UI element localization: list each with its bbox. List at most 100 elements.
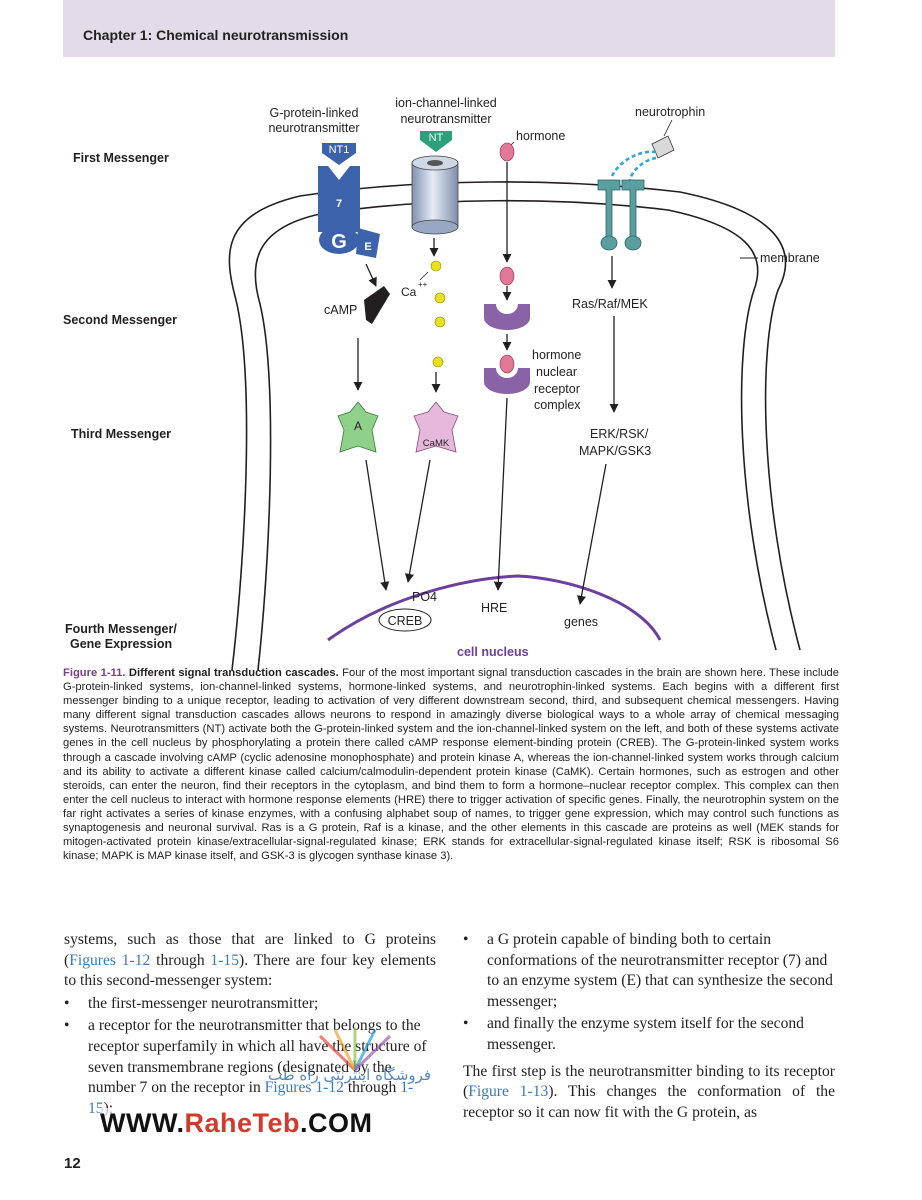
body-column-left: systems, such as those that are linked t… [64,930,436,1121]
watermark-url: WWW.RaheTeb.COM [100,1108,373,1139]
text-segment: The first step is the neurotransmitter b… [463,1062,835,1101]
gp-label-line-2: neurotransmitter [268,121,359,135]
membrane-label: membrane [760,251,820,265]
membrane-inner-line [254,199,777,670]
left-intro-paragraph: systems, such as those that are linked t… [64,930,436,992]
watermark-logo-icon [318,1028,392,1072]
g-protein [319,226,359,254]
figure-link[interactable]: Figures 1-12 [69,951,151,969]
figure-link[interactable]: Figure 1-13 [468,1083,549,1101]
ca-label: Ca [401,285,417,299]
trk-receptor-right [621,179,645,241]
figure-caption: Figure 1-11. Different signal transducti… [63,666,839,863]
neurotrophin-binding-path [610,150,657,177]
row-label-gene-expression: Gene Expression [70,637,173,651]
figure-link[interactable]: 1-15 [210,951,239,969]
signal-transduction-diagram: membrane cell nucleus G-protein-linked n… [228,96,820,670]
watermark-brand: RaheTeb [184,1108,300,1138]
nt-ligand [420,131,452,152]
list-item-text: and finally the enzyme system itself for… [487,1015,804,1053]
cytoplasmic-receptor [484,304,530,330]
e-label: E [364,241,371,253]
text-segment: through [343,1079,401,1097]
right-paragraph: The first step is the neurotransmitter b… [463,1062,835,1124]
figure-link[interactable]: 1-15 [88,1079,414,1117]
ca-charge-label: ++ [418,280,428,289]
hormone-molecule [499,266,515,286]
erk-label-2: MAPK/GSK3 [579,444,651,458]
bullet-marker: • [463,1015,469,1033]
enzyme-e [356,228,380,258]
nucleus-membrane [327,574,662,642]
g-label: G [331,231,347,253]
text-segment: ). There are four key elements to this s… [64,951,436,990]
watermark-prefix: WWW. [100,1108,185,1138]
ras-raf-mek-label: Ras/Raf/MEK [572,297,648,311]
row-label-fourth-messenger: Fourth Messenger/ [65,622,177,636]
kinase-a-label: A [354,419,362,433]
po4-label: PO4 [412,590,437,604]
hormone-molecule [499,142,515,162]
nt1-label: NT1 [329,144,350,156]
complex-label-1: hormone [532,348,581,362]
figure-link[interactable]: Figures 1-12 [264,1079,344,1097]
kinase-a [337,401,379,453]
camk-label: CaMK [423,438,450,449]
text-segment: systems, such as those that are linked t… [64,931,436,969]
complex-label-3: receptor [534,382,580,396]
camp-molecule [364,286,390,324]
g-protein-receptor [318,166,360,232]
list-item-text: the first-messenger neurotransmitter; [88,994,319,1012]
ic-label-line-1: ion-channel-linked [395,96,497,110]
chapter-title: Chapter 1: Chemical neurotransmission [83,27,349,43]
calcium-ion [434,316,446,328]
ic-label-line-2: neurotransmitter [400,112,491,126]
trk-receptor-left [597,179,621,241]
calcium-ion [432,356,444,368]
watermark-persian-text: فروشگاه اینترنتی راه طب [268,1066,432,1084]
text-segment: ). This changes the conformation of the … [463,1083,835,1121]
bullet-marker: • [64,994,70,1012]
body-column-right: • a G protein capable of binding both to … [463,930,835,1123]
list-item: • the first-messenger neurotransmitter; [64,994,436,1015]
chapter-header-band: Chapter 1: Chemical neurotransmission [63,0,835,57]
row-label-second-messenger: Second Messenger [63,313,177,327]
neurotrophin-label: neurotrophin [635,105,705,119]
watermark-suffix: .COM [300,1108,373,1138]
receptor-seven-label: 7 [336,198,342,210]
list-item: • and finally the enzyme system itself fo… [463,1014,835,1055]
bullet-marker: • [463,931,469,948]
row-label-first-messenger: First Messenger [73,151,169,165]
camk [413,401,459,453]
ion-channel [411,162,459,228]
hormone-molecule [499,354,515,374]
figure-title: Different signal transduction cascades. [128,667,339,679]
membrane-outer-line [228,181,801,670]
hormone-label: hormone [516,129,565,143]
bullet-marker: • [64,1017,70,1035]
genes-label: genes [564,615,598,629]
complex-label-4: complex [534,398,581,412]
calcium-ion [430,260,442,272]
page-number: 12 [64,1155,81,1172]
nt-label: NT [429,132,444,144]
text-segment: through [150,951,211,969]
erk-label-1: ERK/RSK/ [590,427,649,441]
creb-label: CREB [388,614,423,628]
key-elements-list-continued: • a G protein capable of binding both to … [463,930,835,1056]
hre-label: HRE [481,601,507,615]
list-item: • a G protein capable of binding both to … [463,930,835,1012]
nt1-ligand [322,143,356,165]
cell-nucleus-label: cell nucleus [457,645,529,659]
neurotrophin-molecule [651,135,675,159]
camp-label: cAMP [324,303,357,317]
calcium-ion [434,292,446,304]
list-item-text: a G protein capable of binding both to c… [487,931,833,1010]
creb-protein [378,608,432,632]
figure-number: Figure 1-11. [63,667,126,679]
row-label-third-messenger: Third Messenger [71,427,172,441]
gp-label-line-1: G-protein-linked [270,106,359,120]
complex-label-2: nuclear [536,365,577,379]
hormone-nuclear-receptor-complex [484,368,530,394]
figure-caption-text: Four of the most important signal transd… [63,667,839,863]
